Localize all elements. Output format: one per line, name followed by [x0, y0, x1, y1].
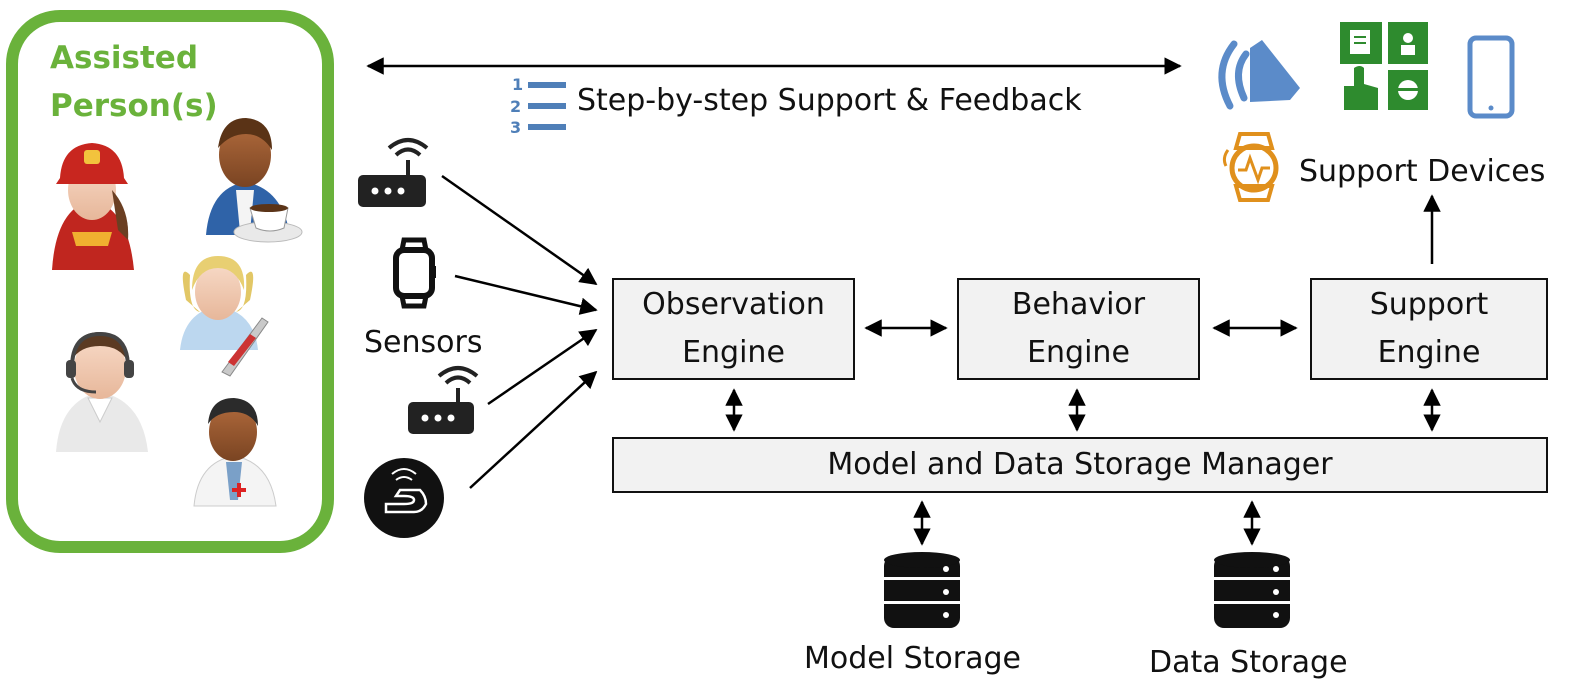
- data-storage-label: Data Storage: [1149, 645, 1348, 680]
- behavior-engine-box: Behavior Engine: [957, 278, 1200, 380]
- assisted-title-line1: Assisted: [50, 40, 199, 76]
- phone-icon: [1467, 35, 1515, 119]
- svg-text:2: 2: [510, 97, 521, 116]
- support-devices-label: Support Devices: [1299, 154, 1546, 189]
- nurse-with-syringe-avatar: [180, 256, 269, 377]
- sensor-arrow-3: [487, 328, 598, 406]
- storage-manager-label: Model and Data Storage Manager: [827, 447, 1333, 482]
- router-icon-2: [408, 366, 479, 434]
- smartwatch-icon: [393, 237, 436, 309]
- assisted-title-line2: Person(s): [50, 88, 218, 124]
- svg-text:1: 1: [512, 75, 523, 94]
- numbered-list-icon: 1 2 3: [510, 75, 566, 137]
- sensor-arrow-2: [454, 274, 598, 315]
- observation-engine-box: Observation Engine: [612, 278, 855, 380]
- call-center-agent-avatar: [56, 331, 148, 452]
- support-engine-line1: Support: [1369, 287, 1489, 322]
- behavior-engine-line2: Engine: [1027, 335, 1130, 370]
- svg-text:3: 3: [510, 118, 521, 137]
- sensors-label: Sensors: [364, 325, 483, 360]
- speaker-icon: [1218, 40, 1300, 110]
- assisted-persons-title: Assisted Person(s): [50, 34, 218, 130]
- assisted-persons-panel: [6, 10, 334, 553]
- support-engine-box: Support Engine: [1310, 278, 1548, 380]
- feedback-label: Step-by-step Support & Feedback: [577, 83, 1082, 118]
- storage-manager-box: Model and Data Storage Manager: [612, 437, 1548, 493]
- observation-engine-line2: Engine: [682, 335, 785, 370]
- router-icon: [358, 138, 429, 207]
- model-storage-database-icon: [884, 552, 960, 628]
- doctor-avatar: [193, 398, 277, 507]
- model-storage-label: Model Storage: [804, 641, 1021, 676]
- touch-panel-icon: [1340, 22, 1428, 110]
- observation-engine-line1: Observation: [642, 287, 825, 322]
- sensor-arrow-4: [469, 370, 598, 489]
- data-storage-database-icon: [1214, 552, 1290, 628]
- support-engine-line2: Engine: [1377, 335, 1481, 370]
- man-with-coffee-avatar: [206, 118, 303, 243]
- nfc-hand-icon: [364, 458, 444, 538]
- sensor-arrow-1: [441, 174, 598, 286]
- orange-smartwatch-icon: [1222, 132, 1279, 202]
- behavior-engine-line1: Behavior: [1011, 287, 1146, 322]
- firefighter-avatar: [52, 143, 134, 270]
